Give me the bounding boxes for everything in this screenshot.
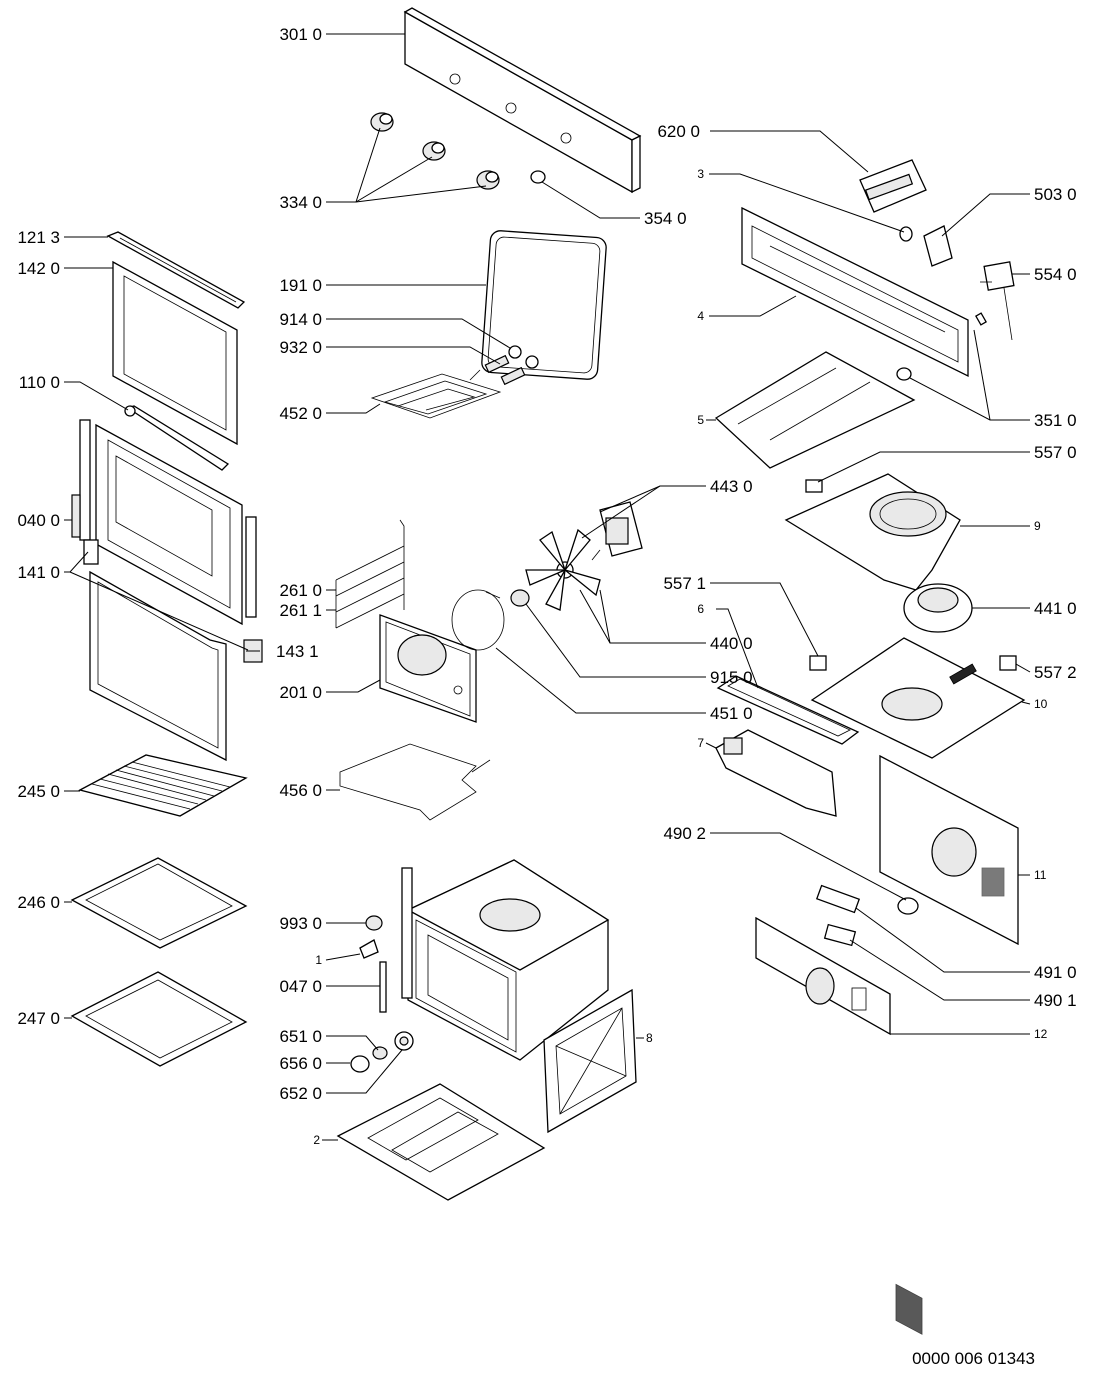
label-11: 11 [1034, 868, 1047, 882]
label-914-0: 914 0 [279, 310, 322, 329]
label-245-0: 245 0 [17, 782, 60, 801]
label-143-1: 143 1 [276, 642, 319, 661]
label-9: 9 [1034, 519, 1041, 533]
bottom-panel-part [336, 1083, 546, 1201]
label-201-0: 201 0 [279, 683, 322, 702]
side-rack-parts [335, 519, 405, 629]
label-443-0: 443 0 [710, 477, 753, 496]
label-557-2: 557 2 [1034, 663, 1077, 682]
label-354-0: 354 0 [644, 209, 687, 228]
label-141-0: 141 0 [17, 563, 60, 582]
outer-glass-part [112, 260, 238, 446]
label-993-0: 993 0 [279, 914, 322, 933]
label-456-0: 456 0 [279, 781, 322, 800]
fan-blade-part [525, 528, 601, 611]
oven-cavity-part [401, 859, 610, 1061]
label-441-0: 441 0 [1034, 599, 1077, 618]
front-frame-part [543, 988, 637, 1134]
label-3: 3 [697, 167, 704, 181]
lamp-and-knob-parts [350, 1031, 414, 1073]
label-5: 5 [697, 413, 704, 427]
button-part [530, 170, 546, 184]
label-247-0: 247 0 [17, 1009, 60, 1028]
thermostat-part [975, 261, 1015, 341]
label-7: 7 [697, 736, 704, 750]
grill-element-part [370, 369, 502, 419]
rear-plate-part [755, 916, 891, 1036]
label-334-0: 334 0 [279, 193, 322, 212]
air-duct-parts [715, 675, 860, 817]
leader-lines [64, 33, 1031, 1141]
door-inner-frame-part [95, 423, 243, 626]
label-301-0: 301 0 [279, 25, 322, 44]
small-fitting-parts [359, 915, 387, 1013]
label-261-0: 261 0 [279, 581, 322, 600]
label-491-0: 491 0 [1034, 963, 1077, 982]
fan-motor-part [591, 501, 643, 561]
door-top-profile-part [106, 231, 246, 309]
lower-element-part [339, 743, 491, 821]
back-panel-part [879, 754, 1019, 1335]
switch-block-part [859, 159, 927, 213]
rear-fan-cover-part [379, 614, 477, 723]
sensor-part [805, 479, 823, 493]
label-6: 6 [697, 602, 704, 616]
label-651-0: 651 0 [279, 1027, 322, 1046]
label-490-1: 490 1 [1034, 991, 1077, 1010]
terminal-parts [815, 884, 861, 947]
label-557-0: 557 0 [1034, 443, 1077, 462]
label-440-0: 440 0 [710, 634, 753, 653]
inner-glass-part [89, 570, 227, 762]
label-2: 2 [313, 1133, 320, 1147]
label-557-1: 557 1 [663, 574, 706, 593]
label-652-0: 652 0 [279, 1084, 322, 1103]
label-490-2: 490 2 [663, 824, 706, 843]
label-047-0: 047 0 [279, 977, 322, 996]
fan-housing-part [784, 473, 961, 591]
drawing-number: 0000 006 01343 [912, 1349, 1035, 1368]
control-bracket-part [741, 206, 969, 381]
top-cover-plate-part [714, 351, 916, 469]
label-915-0: 915 0 [710, 668, 753, 687]
label-656-0: 656 0 [279, 1054, 322, 1073]
cooling-fan-part [903, 583, 973, 633]
control-panel-part [403, 7, 642, 194]
label-246-0: 246 0 [17, 893, 60, 912]
label-040-0: 040 0 [17, 511, 60, 530]
label-4: 4 [697, 309, 704, 323]
label-261-1: 261 1 [279, 601, 322, 620]
label-932-0: 932 0 [279, 338, 322, 357]
wire-shelf-part [78, 754, 248, 817]
label-451-0: 451 0 [710, 704, 753, 723]
baking-tray-part [70, 857, 248, 949]
label-554-0: 554 0 [1034, 265, 1077, 284]
door-seal-part [481, 230, 607, 380]
fan-nut-part [510, 589, 530, 607]
part-number-labels: 301 0 334 0 354 0 620 0 3 503 0 121 3 14… [17, 25, 1076, 1368]
label-121-3: 121 3 [17, 228, 60, 247]
label-452-0: 452 0 [279, 404, 322, 423]
top-plate-part [810, 637, 1026, 759]
label-10: 10 [1034, 697, 1048, 711]
label-351-0: 351 0 [1034, 411, 1077, 430]
label-12: 12 [1034, 1027, 1048, 1041]
door-hinge-parts [71, 419, 263, 663]
label-620-0: 620 0 [657, 122, 700, 141]
label-110-0: 110 0 [19, 373, 60, 392]
timer-part [899, 225, 953, 267]
label-191-0: 191 0 [279, 276, 322, 295]
label-8: 8 [646, 1031, 653, 1045]
label-142-0: 142 0 [17, 259, 60, 278]
label-503-0: 503 0 [1034, 185, 1077, 204]
drip-pan-part [70, 971, 248, 1067]
door-handle-part [124, 405, 230, 471]
label-1: 1 [315, 953, 322, 967]
knob-parts [370, 112, 500, 190]
nut-and-spring-parts [484, 345, 539, 386]
circular-element-part [451, 589, 505, 651]
